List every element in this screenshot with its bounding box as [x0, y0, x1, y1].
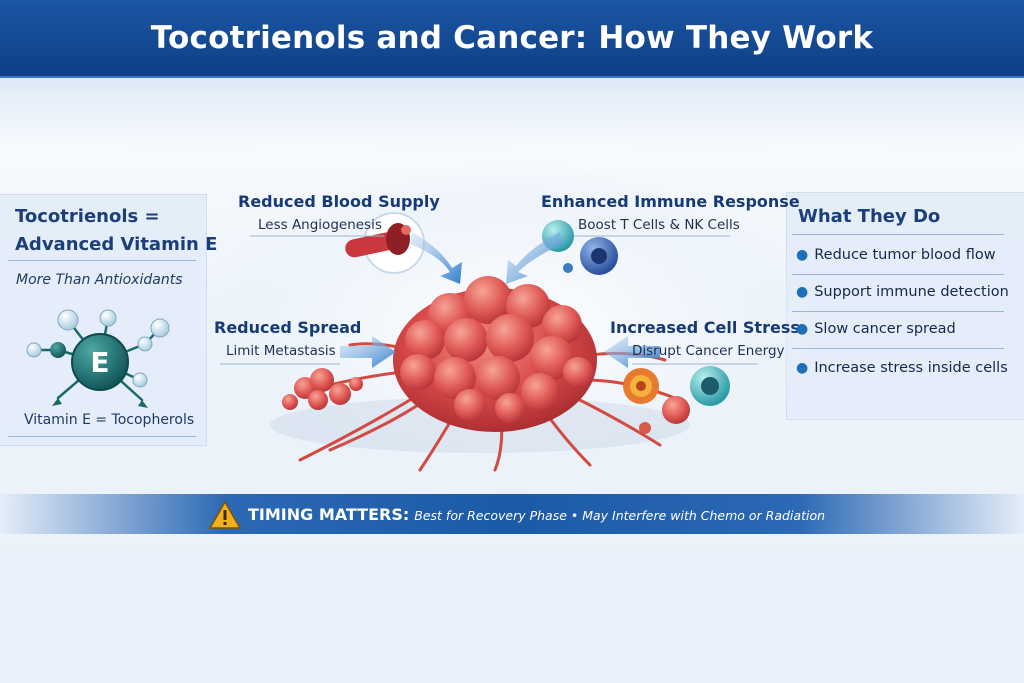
list-item-text: Reduce tumor blood flow: [814, 247, 996, 263]
warning-icon: [209, 501, 241, 529]
callout-stress-title: Increased Cell Stress: [610, 318, 800, 337]
vitamin-e-molecule-icon: E: [26, 309, 170, 408]
blood-vessel-icon: [345, 212, 425, 274]
left-heading-line1: Tocotrienols =: [15, 206, 160, 227]
callout-spread-subtitle: Limit Metastasis: [226, 343, 336, 359]
list-rule: [792, 274, 1004, 275]
header-glow: [0, 78, 1024, 148]
list-item: ● Support immune detection: [796, 284, 1009, 300]
bullet-icon: ●: [796, 321, 809, 337]
callout-blood-title: Reduced Blood Supply: [238, 192, 440, 211]
stressed-cells-icon: [623, 366, 730, 434]
what-they-do-title: What They Do: [798, 206, 941, 227]
right-title-rule: [792, 234, 1004, 235]
title-banner: Tocotrienols and Cancer: How They Work: [0, 0, 1024, 78]
list-item: ● Increase stress inside cells: [796, 360, 1008, 376]
vitamin-e-caption: Vitamin E = Tocopherols: [24, 412, 195, 428]
callout-immune-title: Enhanced Immune Response: [541, 192, 800, 211]
left-heading-rule: [8, 260, 196, 261]
molecule-letter: E: [90, 346, 109, 379]
page-title: Tocotrienols and Cancer: How They Work: [150, 20, 874, 56]
list-item-text: Slow cancer spread: [814, 321, 956, 337]
timing-message: TIMING MATTERS: Best for Recovery Phase •…: [248, 505, 825, 524]
caption-rule: [8, 436, 196, 437]
callout-blood-subtitle: Less Angiogenesis: [258, 217, 382, 233]
list-rule: [792, 348, 1004, 349]
timing-label: TIMING MATTERS:: [248, 505, 410, 524]
bullet-icon: ●: [796, 284, 809, 300]
callout-spread-title: Reduced Spread: [214, 318, 362, 337]
list-item-text: Increase stress inside cells: [814, 360, 1008, 376]
list-item-text: Support immune detection: [814, 284, 1009, 300]
left-subheading: More Than Antioxidants: [16, 272, 183, 288]
callout-immune-subtitle: Boost T Cells & NK Cells: [578, 217, 740, 233]
callout-rules: [220, 235, 758, 365]
list-item: ● Slow cancer spread: [796, 321, 956, 337]
timing-detail: Best for Recovery Phase • May Interfere …: [414, 508, 826, 523]
callout-arrows: [340, 232, 660, 368]
list-rule: [792, 311, 1004, 312]
arrow-blood: [410, 232, 462, 284]
left-heading-line2: Advanced Vitamin E: [15, 234, 218, 255]
list-item: ● Reduce tumor blood flow: [796, 247, 996, 263]
bullet-icon: ●: [796, 247, 809, 263]
metastasis-cluster-icon: [282, 368, 363, 410]
arrow-immune: [506, 232, 562, 284]
tumor-icon: [393, 276, 597, 432]
callout-stress-subtitle: Disrupt Cancer Energy: [632, 343, 785, 359]
bullet-icon: ●: [796, 360, 809, 376]
arrow-spread: [340, 336, 396, 368]
arrow-stress: [604, 336, 660, 368]
timing-ribbon: [0, 494, 1024, 534]
